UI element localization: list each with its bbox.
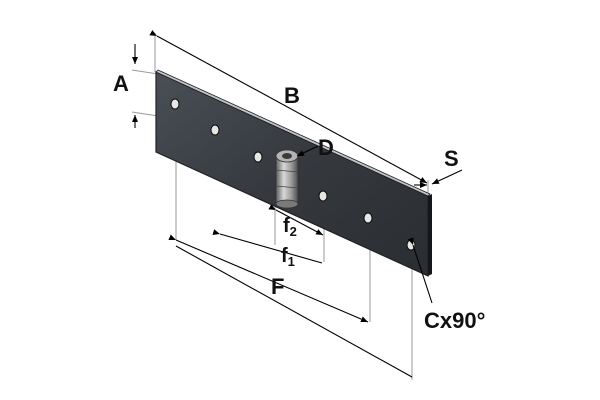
labels: A B D S f2 f1 F Cx90° — [113, 71, 485, 333]
label-f1: f1 — [281, 245, 295, 269]
plate-side-edge — [428, 194, 432, 276]
dim-f1 — [212, 229, 323, 264]
label-f2: f2 — [283, 215, 297, 239]
hole — [170, 98, 180, 110]
dim-F — [168, 234, 369, 323]
dim-B — [149, 30, 428, 184]
dim-base — [175, 245, 413, 378]
dim-f2 — [268, 204, 324, 236]
hinge-knuckle — [275, 149, 299, 209]
dim-C — [407, 237, 433, 304]
label-C: Cx90° — [424, 308, 485, 333]
dim-S-right — [431, 169, 463, 185]
label-A: A — [113, 71, 129, 96]
hole — [210, 124, 220, 136]
hole — [253, 151, 263, 163]
label-F: F — [271, 274, 284, 299]
label-S: S — [444, 146, 459, 171]
hole — [318, 190, 328, 202]
label-B: B — [284, 83, 300, 108]
dim-D — [296, 145, 319, 157]
dimension-lines — [132, 30, 463, 378]
hole — [363, 212, 373, 224]
label-D: D — [318, 135, 334, 160]
